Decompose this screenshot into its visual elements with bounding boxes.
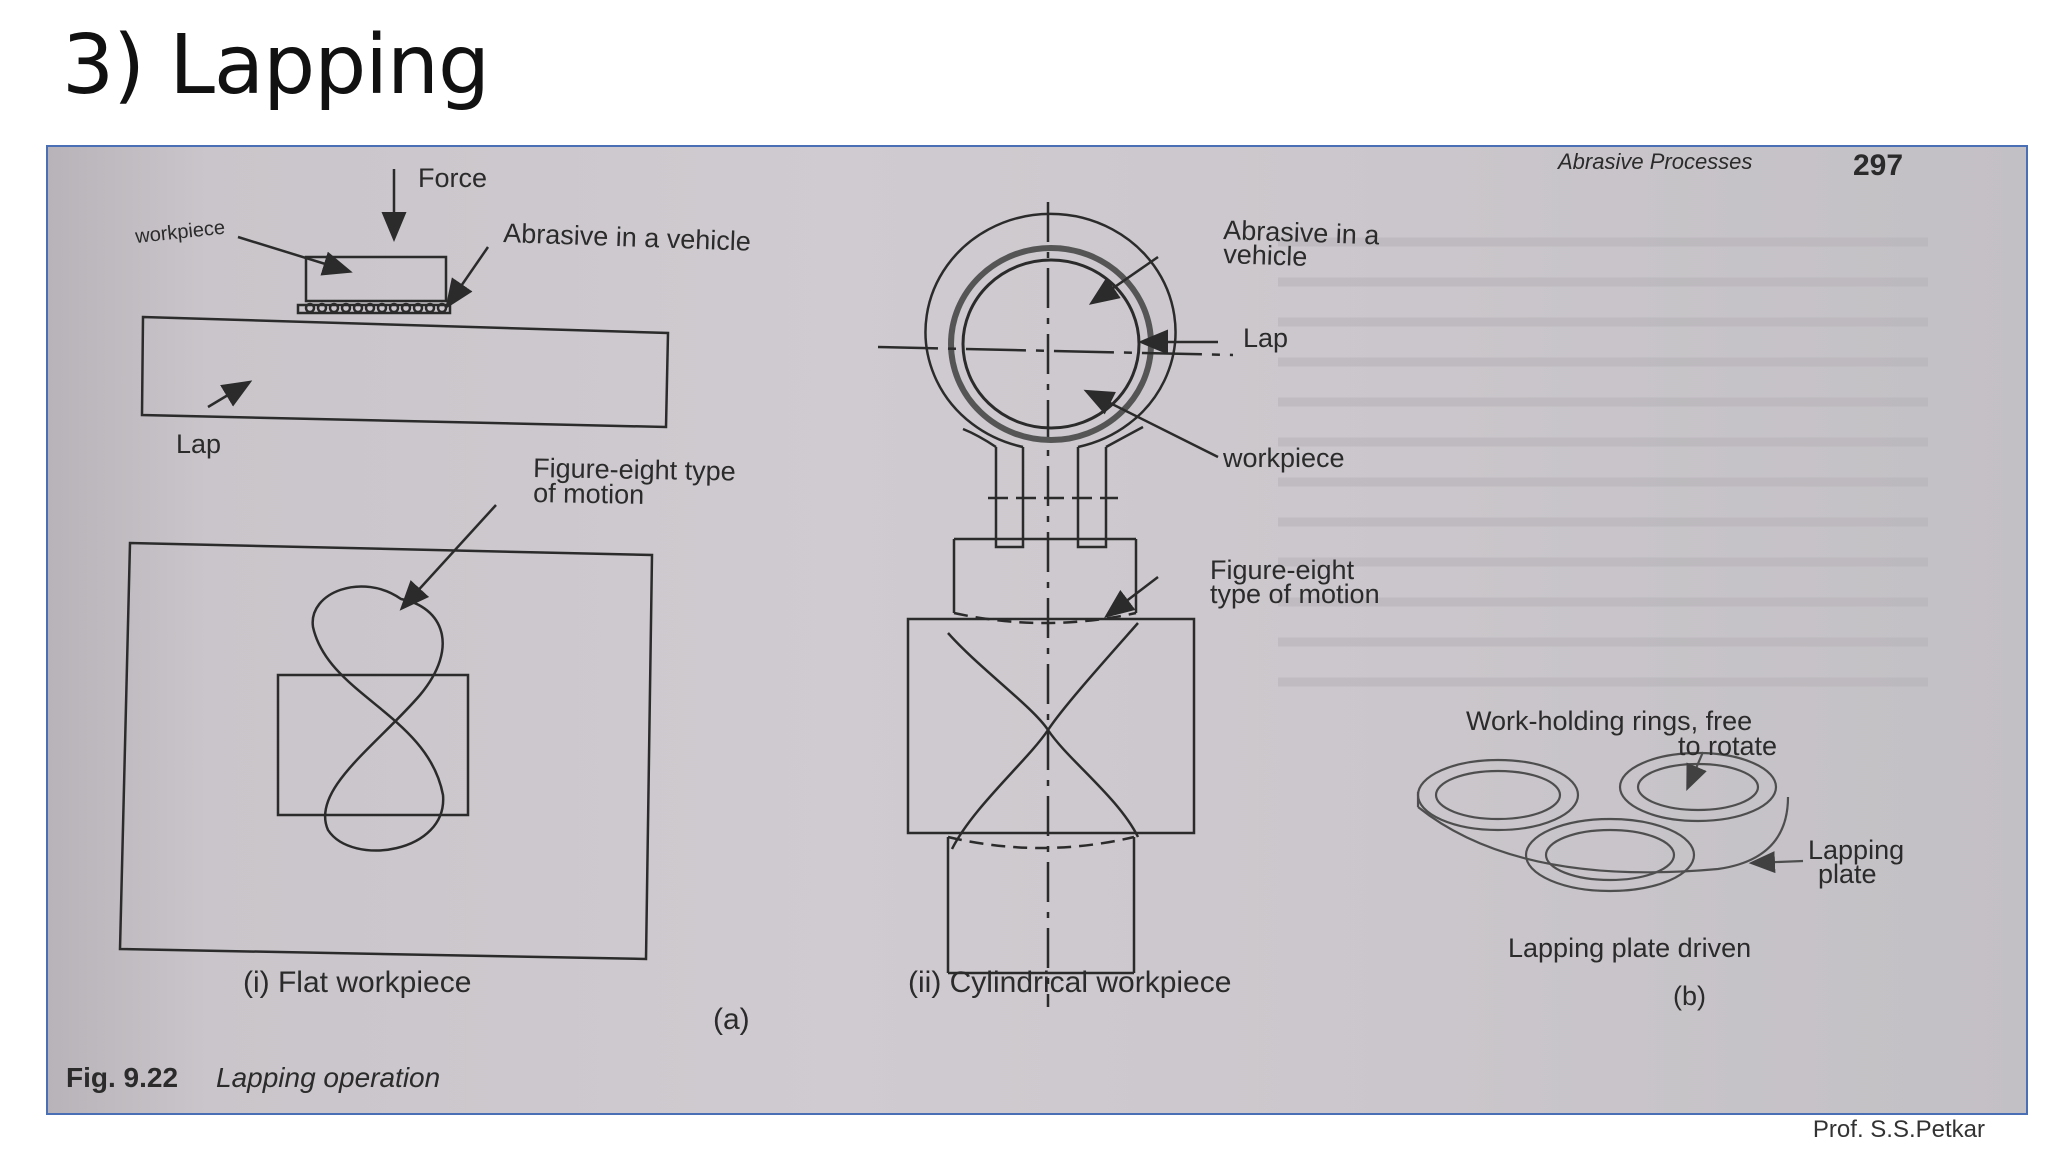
workpiece-label-cyl: workpiece bbox=[1222, 443, 1345, 473]
lapping-plate-label-2: plate bbox=[1818, 859, 1877, 889]
motion-label-flat-1: Figure-eight type bbox=[533, 453, 736, 487]
lap-label-flat: Lap bbox=[176, 429, 221, 459]
cylindrical-caption: (ii) Cylindrical workpiece bbox=[908, 966, 1231, 999]
flat-lapping-setup bbox=[140, 169, 670, 429]
faint-text-lines bbox=[1278, 237, 1928, 687]
force-label: Force bbox=[418, 163, 487, 193]
page-number: 297 bbox=[1853, 149, 1903, 182]
holding-rings-label-1: Work-holding rings, free bbox=[1466, 706, 1752, 736]
abrasive-label-cyl-1: Abrasive in a bbox=[1223, 215, 1381, 250]
cylindrical-lapping-setup bbox=[877, 202, 1234, 1007]
abrasive-label-cyl-2: vehicle bbox=[1223, 239, 1308, 272]
workpiece-label-flat: workpiece bbox=[133, 217, 226, 248]
flat-lap-top-view bbox=[118, 504, 654, 961]
abrasive-label-flat: Abrasive in a vehicle bbox=[503, 218, 752, 257]
lap-label-cyl: Lap bbox=[1243, 323, 1288, 353]
motion-label-cyl-2: type of motion bbox=[1210, 579, 1380, 609]
holding-rings-label-2: to rotate bbox=[1678, 731, 1777, 761]
lapping-diagram: Abrasive Processes 297 Force workpiece A… bbox=[66, 149, 1928, 1093]
running-head: Abrasive Processes bbox=[1556, 149, 1752, 174]
figure-eight-path-cyl-2 bbox=[950, 622, 1139, 850]
motion-label-flat-2: of motion bbox=[533, 478, 645, 510]
figure-caption: Lapping operation bbox=[216, 1062, 440, 1093]
lapping-plate-label-1: Lapping bbox=[1808, 835, 1904, 865]
figure-eight-path-flat bbox=[311, 585, 445, 852]
author-credit: Prof. S.S.Petkar bbox=[1812, 1116, 1985, 1143]
part-b-label: (b) bbox=[1673, 981, 1706, 1011]
flat-caption: (i) Flat workpiece bbox=[243, 966, 471, 999]
textbook-photo: Abrasive Processes 297 Force workpiece A… bbox=[46, 145, 2028, 1115]
motion-label-cyl-1: Figure-eight bbox=[1210, 555, 1355, 585]
figure-number: Fig. 9.22 bbox=[66, 1062, 178, 1093]
part-a-label: (a) bbox=[713, 1003, 750, 1036]
work-holding-rings bbox=[1416, 751, 1804, 893]
slide-title: 3) Lapping bbox=[62, 18, 490, 113]
abrasive-grains bbox=[304, 302, 448, 314]
plate-driven-label: Lapping plate driven bbox=[1508, 933, 1751, 963]
